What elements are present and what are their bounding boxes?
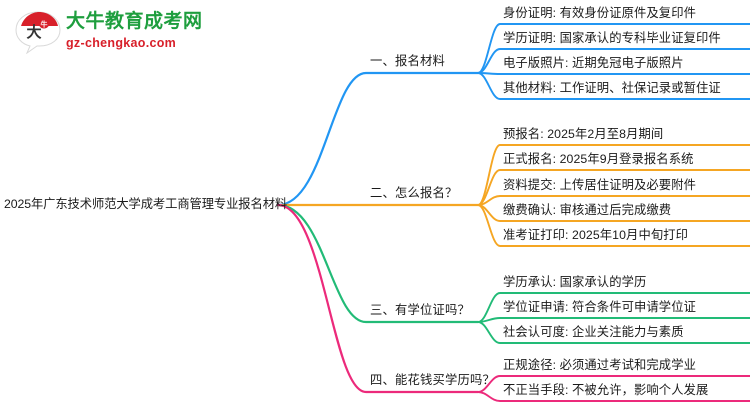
logo-bubble-icon: 牛 大 (15, 11, 61, 54)
leaf-label-3-1[interactable]: 学历承认: 国家承认的学历 (503, 275, 647, 289)
svg-text:牛: 牛 (41, 20, 48, 29)
connector-line (276, 71, 480, 207)
leaf-label-1-3[interactable]: 电子版照片: 近期免冠电子版照片 (503, 56, 684, 70)
branch-label-2[interactable]: 二、怎么报名？ (370, 186, 458, 200)
leaf-label-2-2[interactable]: 正式报名: 2025年9月登录报名系统 (503, 152, 694, 166)
leaf-label-2-5[interactable]: 准考证打印: 2025年10月中旬打印 (503, 228, 689, 242)
connector-line (477, 321, 750, 344)
connector-line (477, 72, 750, 100)
branch-label-3[interactable]: 三、有学位证吗？ (370, 303, 470, 317)
leaf-label-2-4[interactable]: 缴费确认: 审核通过后完成缴费 (503, 203, 672, 217)
logo-subtitle: gz-chengkao.com (66, 36, 177, 50)
leaf-label-1-2[interactable]: 学历证明: 国家承认的专科毕业证复印件 (503, 31, 721, 45)
leaf-label-4-1[interactable]: 正规途径: 必须通过考试和完成学业 (503, 358, 696, 372)
branch-label-4[interactable]: 四、能花钱买学历吗？ (370, 373, 495, 387)
site-logo: 牛 大 大牛教育成考网 gz-chengkao.com (14, 8, 204, 60)
connector-line (477, 317, 750, 323)
leaf-label-1-4[interactable]: 其他材料: 工作证明、社保记录或暂住证 (503, 81, 721, 95)
connector-line (477, 72, 750, 75)
leaf-label-2-1[interactable]: 预报名: 2025年2月至8月期间 (503, 127, 664, 141)
leaf-label-3-3[interactable]: 社会认可度: 企业关注能力与素质 (503, 325, 684, 339)
svg-text:大: 大 (26, 23, 41, 41)
branch-label-1[interactable]: 一、报名材料 (370, 54, 445, 68)
connector-line (477, 391, 750, 402)
logo-title: 大牛教育成考网 (66, 11, 203, 32)
connector-line (276, 203, 480, 324)
root-node-label: 2025年广东技术师范大学成考工商管理专业报名材料 (4, 197, 288, 211)
leaf-label-2-3[interactable]: 资料提交: 上传居住证明及必要附件 (503, 178, 696, 192)
logo-text: 大牛教育成考网 gz-chengkao.com (66, 11, 203, 51)
leaf-label-4-2[interactable]: 不正当手段: 不被允许，影响个人发展 (503, 383, 709, 397)
connector-line (477, 204, 750, 247)
connector-line (276, 203, 480, 394)
leaf-label-3-2[interactable]: 学位证申请: 符合条件可申请学位证 (503, 300, 696, 314)
leaf-label-1-1[interactable]: 身份证明: 有效身份证原件及复印件 (503, 6, 696, 20)
